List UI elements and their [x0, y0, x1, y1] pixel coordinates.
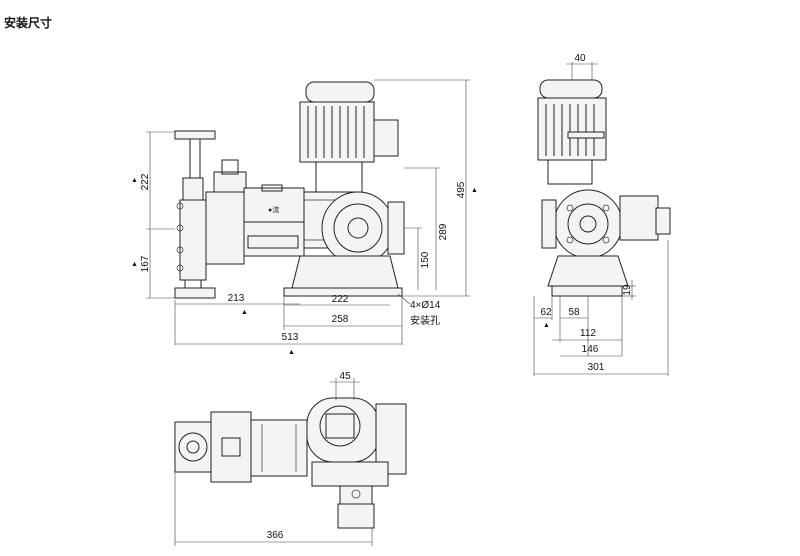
side-housing — [553, 189, 623, 259]
page-title: 安装尺寸 — [4, 16, 53, 30]
top-valve-block — [174, 421, 212, 473]
dim-62: 62 — [540, 307, 552, 318]
pump-head — [205, 191, 245, 265]
svg-text:●流: ●流 — [268, 205, 279, 214]
dim-366: 366 — [267, 530, 284, 541]
dim-495: 495 — [456, 181, 467, 198]
dim-222-upper: 222 — [140, 173, 151, 190]
gear-housing — [321, 191, 395, 265]
bottom-flange — [174, 287, 216, 299]
side-motor-body — [537, 97, 607, 161]
base-plate — [283, 287, 403, 297]
side-flange — [619, 195, 659, 241]
top-view: 45 366 — [174, 371, 407, 546]
front-view: ●流 222 167 ▲ ▲ — [131, 79, 478, 356]
dim-112: 112 — [580, 328, 596, 339]
pedestal — [291, 255, 399, 289]
holes-label: 4×Ø14 — [410, 300, 441, 311]
top-outlet — [337, 503, 375, 529]
adjust-handwheel — [174, 130, 216, 140]
motor-fan-cover — [305, 81, 375, 103]
dim-289: 289 — [438, 223, 449, 240]
dim-40: 40 — [574, 53, 586, 64]
svg-text:▲: ▲ — [288, 349, 295, 356]
terminal-box — [373, 119, 399, 157]
top-gearbox — [250, 419, 308, 477]
dim-19: 19 — [622, 284, 633, 296]
dim-301: 301 — [588, 362, 605, 373]
dim-258: 258 — [332, 314, 349, 325]
svg-text:▲: ▲ — [543, 322, 550, 329]
dim-213: 213 — [228, 293, 245, 304]
valve-stack — [179, 199, 207, 281]
svg-text:▲: ▲ — [241, 309, 248, 316]
side-view: 40 62 ▲ 58 112 146 301 19 — [533, 53, 671, 376]
holes-note: 安装孔 — [410, 314, 440, 327]
side-motor-cover — [539, 79, 603, 99]
dim-150: 150 — [420, 251, 431, 268]
dim-146: 146 — [582, 344, 599, 355]
svg-text:▲: ▲ — [131, 177, 138, 184]
top-pump-head — [210, 411, 252, 483]
dim-222-base: 222 — [332, 294, 349, 305]
dim-45: 45 — [339, 371, 351, 382]
dim-513: 513 — [282, 332, 299, 343]
top-motor — [306, 397, 380, 463]
dim-167: 167 — [140, 255, 151, 272]
motor-body — [299, 101, 375, 163]
dim-58: 58 — [568, 307, 580, 318]
svg-text:▲: ▲ — [471, 187, 478, 194]
svg-text:▲: ▲ — [131, 261, 138, 268]
